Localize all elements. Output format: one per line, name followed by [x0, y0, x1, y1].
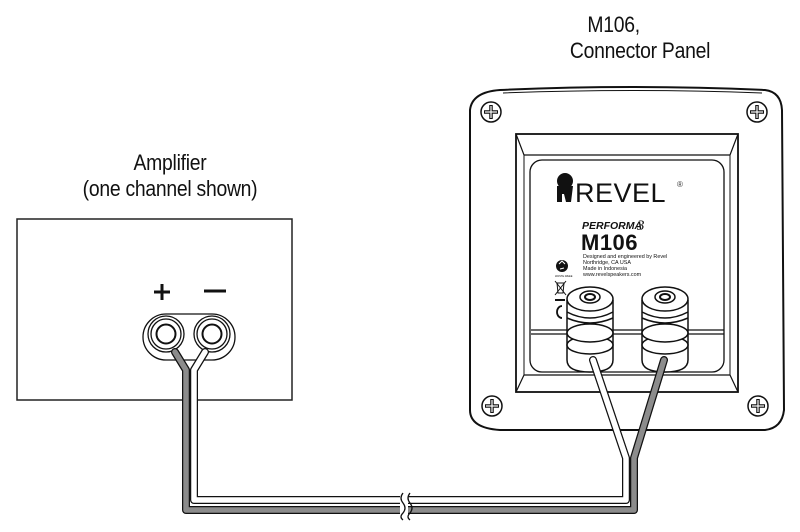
info-line: www.revelspeakers.com [582, 272, 642, 278]
model-name: M106 [581, 230, 638, 255]
amplifier-title-line1: Amplifier [133, 150, 207, 175]
speaker-terminal-positive [566, 286, 614, 373]
speaker-cable [171, 348, 668, 514]
registered-mark: ® [677, 180, 683, 189]
cable-break-icon [400, 492, 413, 521]
amplifier-box [16, 218, 293, 401]
amplifier-title: Amplifier (one channel shown) [38, 150, 302, 202]
recycle-caption: WASTE.WEEE [555, 274, 573, 278]
brand-name: REVEL [575, 178, 666, 208]
info-line: Designed and engineered by Revel [583, 254, 667, 260]
recycle-icon: WASTE.WEEE [555, 260, 573, 278]
amplifier-title-line2: (one channel shown) [82, 176, 258, 201]
screw-icon [481, 395, 503, 417]
speaker-panel-title: M106, Connector Panel [499, 12, 781, 64]
series-superscript: 3 [636, 218, 645, 234]
series-name: PERFORMA [582, 220, 642, 232]
weee-bin-icon [554, 280, 567, 296]
screw-icon [746, 101, 768, 123]
info-line: Northridge, CA USA [583, 260, 631, 266]
info-line: Made in Indonesia [583, 266, 627, 272]
amplifier-terminals [142, 313, 236, 361]
plus-sign-icon [154, 284, 170, 300]
panel-rail-lines [531, 329, 724, 335]
speaker-title-line2: Connector Panel [569, 38, 711, 63]
revel-logo-mark-icon [557, 173, 573, 189]
speaker-terminal-negative [641, 286, 689, 373]
screw-icon [747, 395, 769, 417]
speaker-connector-panel [469, 86, 786, 431]
ce-mark-icon [556, 305, 563, 319]
speaker-title-line1: M106, [587, 12, 640, 37]
screw-icon [480, 101, 502, 123]
manufacturer-info: Designed and engineered by Revel Northri… [582, 254, 667, 278]
revel-logo: REVEL ® [557, 173, 683, 208]
